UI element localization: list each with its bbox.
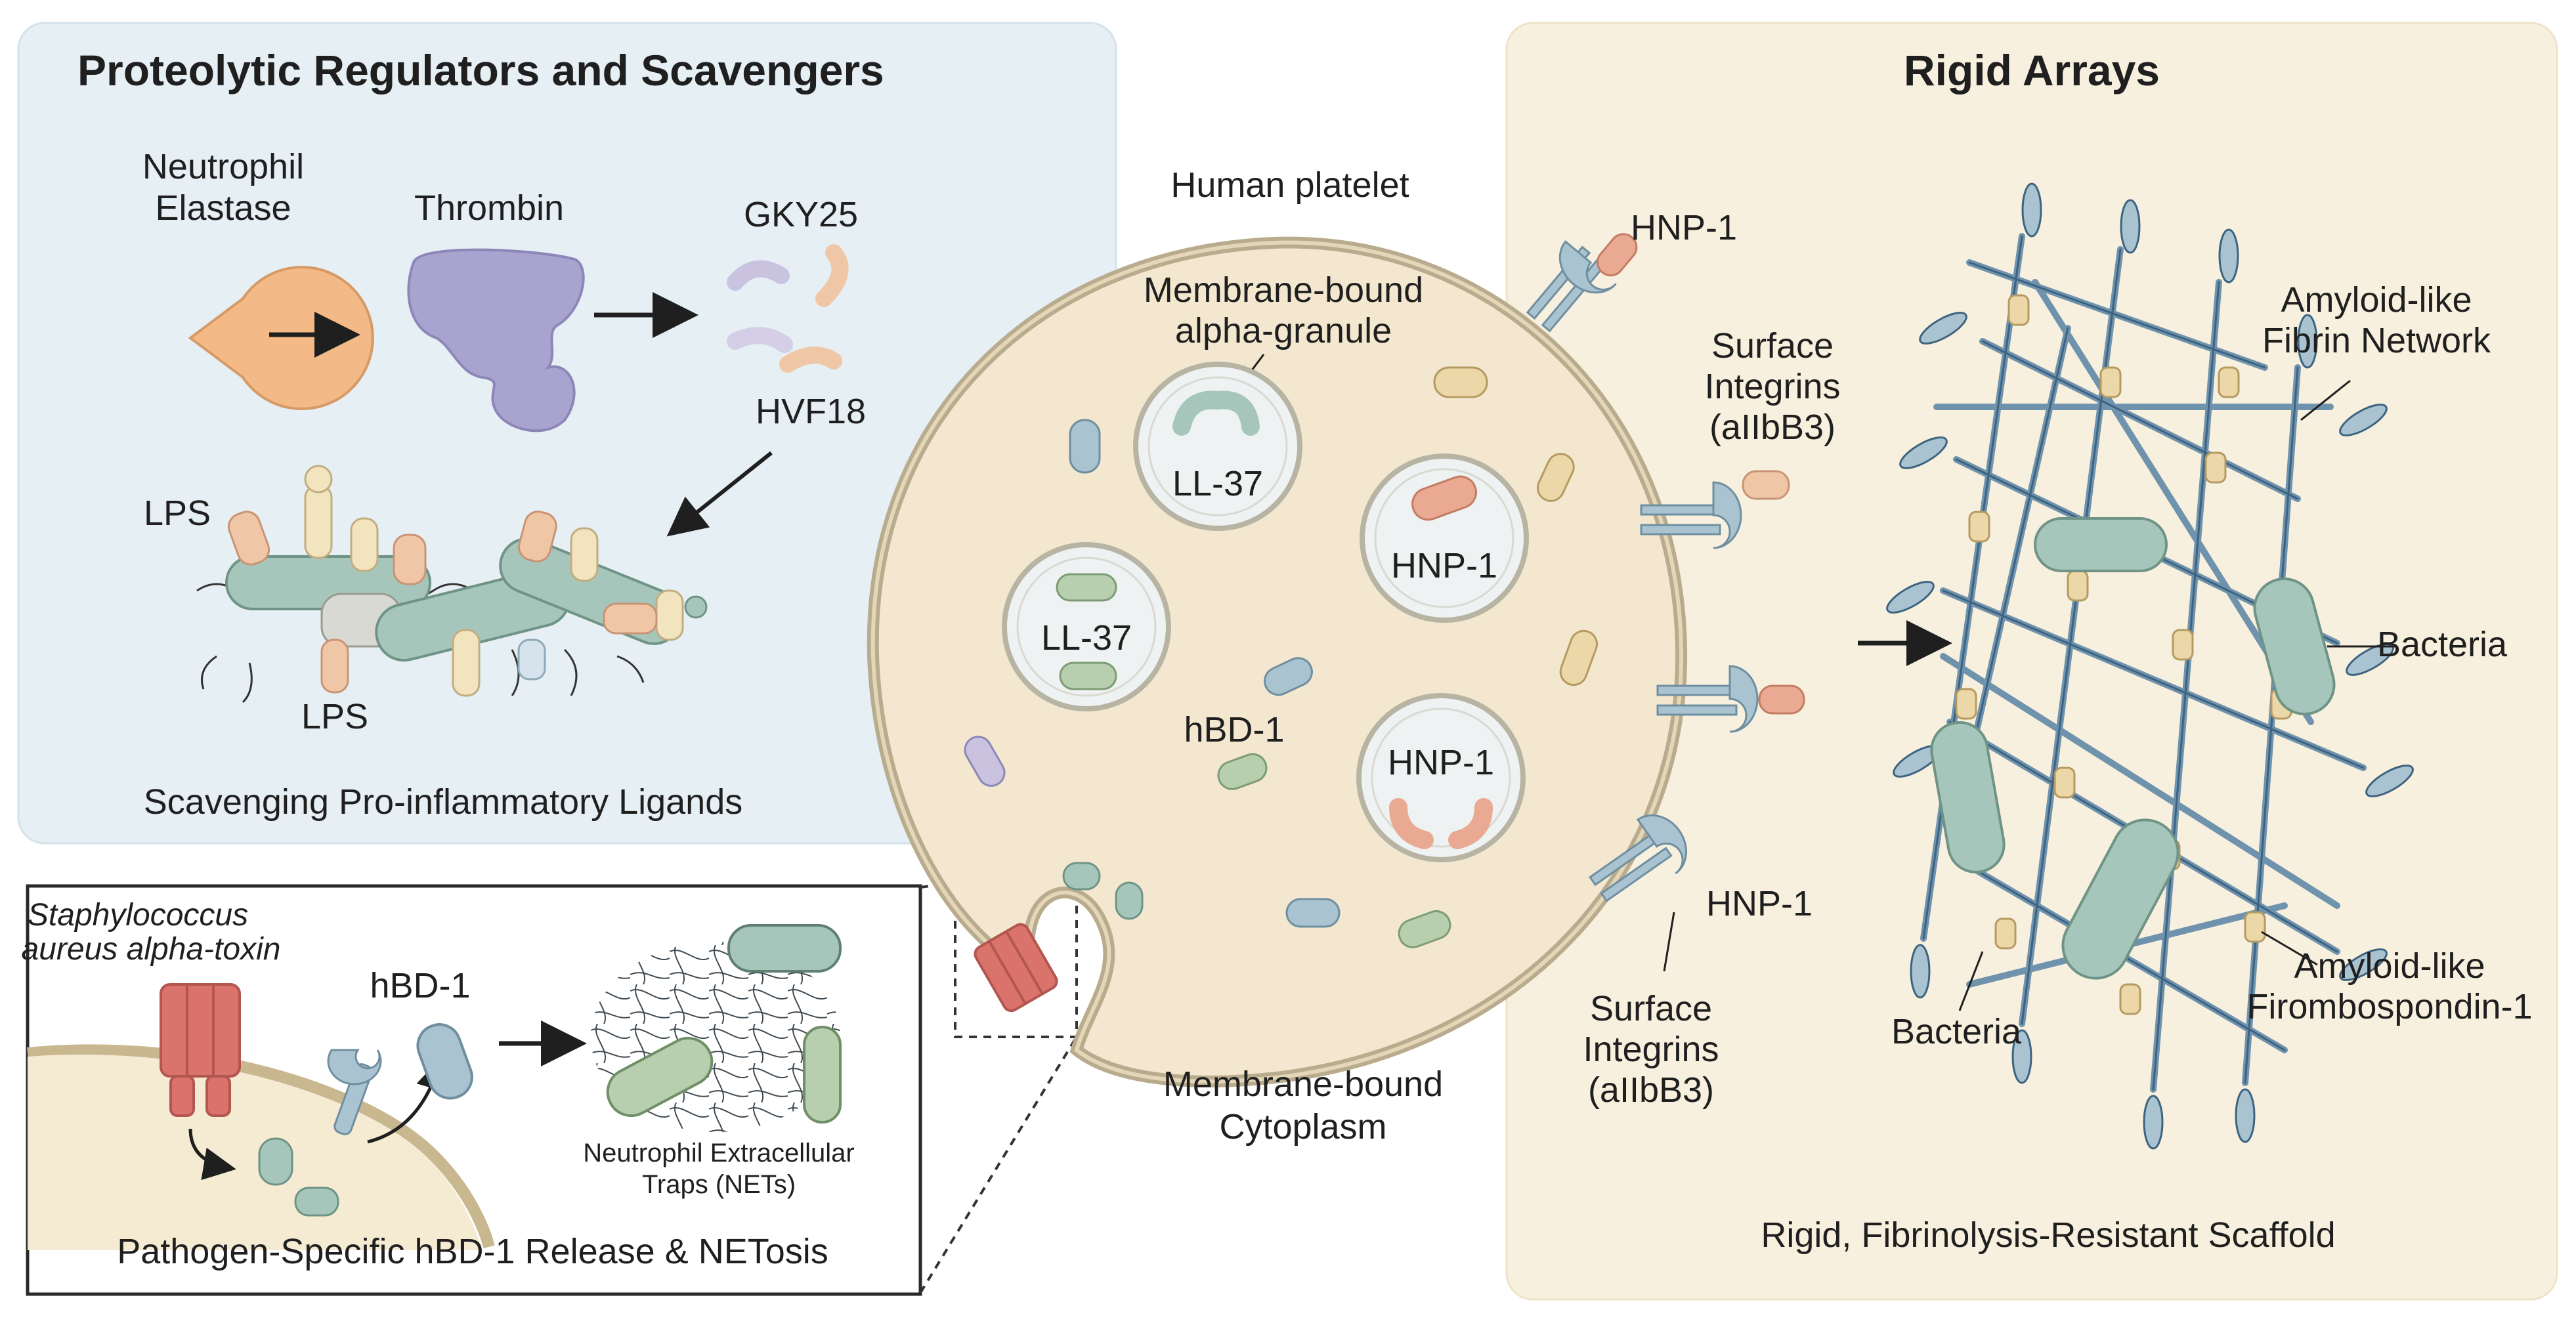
hnp1-top-label: HNP-1 [1631,208,1737,247]
integrin-mid-1-icon [1640,470,1790,549]
lps-label-bottom: LPS [301,697,368,736]
platelet-toxin-pore-icon [974,923,1058,1013]
integrin-bottom-icon [1589,814,1687,902]
integrins-top-label-3: (aIIbB3) [1709,408,1835,447]
lps-complex [196,465,708,704]
fibrin-network-label-2: Fibrin Network [2262,321,2491,360]
granule-hnp1-right-top: HNP-1 [1360,453,1529,623]
toxin-label-2: aureus alpha-toxin [22,932,281,967]
cytoplasm-label: Membrane-bound [1163,1064,1443,1104]
thrombospondin-label-2: Firombospondin-1 [2246,987,2532,1026]
elastase-label: Neutrophil [142,147,304,186]
proteolytic-title: Proteolytic Regulators and Scavengers [77,46,884,95]
thrombospondin-label: Amyloid-like [2294,946,2485,986]
gky25-peptide-4 [779,347,842,373]
alpha-toxin-pore-icon [160,983,241,1117]
hnp1-granule-top-label: HNP-1 [1391,546,1497,585]
granule-ll37-top: LL-37 [1133,362,1302,531]
fibrin-network [1886,182,2414,1150]
integrins-bottom-label-3: (aIIbB3) [1588,1070,1714,1110]
ll37-top-label: LL-37 [1172,464,1263,503]
nets-label: Neutrophil Extracellular [583,1139,855,1167]
cytoplasm-peptides [964,366,1599,948]
alpha-granule-label-2: alpha-granule [1175,311,1392,350]
nets-label-2: Traps (NETs) [642,1170,796,1199]
platelet: Human platelet Membrane-bound alpha-gran… [867,165,1688,1146]
thrombin-icon [407,248,585,432]
integrins-bottom-label-2: Integrins [1583,1030,1719,1069]
granule-ll37-left: LL-37 [1002,542,1171,711]
integrins-top-label: Surface [1711,326,1834,366]
integrin-receptors: HNP-1 Surface Integrins (aIIbB3) HNP-1 S… [1526,208,1841,1110]
gky25-peptide-1 [727,260,790,291]
integrins-top-label-2: Integrins [1704,367,1840,406]
rigid-scaffold-caption: Rigid, Fibrinolysis-Resistant Scaffold [1761,1215,2335,1255]
granule-hnp1-right-bottom: HNP-1 [1356,693,1526,862]
rigid-arrays-panel: Rigid Arrays [1505,22,2558,1301]
nets-icon [591,924,842,1132]
bacteria-label-right: Bacteria [2377,625,2508,664]
gky25-label: GKY25 [744,195,858,234]
lps-label-top: LPS [144,494,211,533]
proteolytic-panel: Proteolytic Regulators and Scavengers Ne… [17,22,1117,845]
toxin-label: Staphylococcus [28,898,248,933]
gky25-peptide-3 [727,327,793,353]
hbd1-peptide [416,1023,473,1100]
hvf18-label: HVF18 [756,392,866,431]
fibrin-network-label: Amyloid-like [2281,280,2472,320]
elastase-icon [188,266,374,410]
hnp1-bottom-label: HNP-1 [1706,884,1813,923]
cytoplasm-label-2: Cytoplasm [1219,1107,1386,1146]
netosis-caption: Pathogen-Specific hBD-1 Release & NETosi… [117,1232,828,1271]
receptor-icon [327,1049,382,1135]
thrombin-label: Thrombin [414,188,564,228]
alpha-granule-label: Membrane-bound [1144,270,1423,310]
elastase-label-2: Elastase [155,188,291,228]
host-cell-membrane [27,1044,495,1249]
scavenging-caption: Scavenging Pro-inflammatory Ligands [144,782,742,822]
netosis-panel: Staphylococcus aureus alpha-toxin hBD-1 … [22,884,922,1296]
integrin-top-icon [1526,233,1638,333]
integrin-mid-2-icon [1656,665,1805,733]
hbd1-release-label: hBD-1 [370,966,470,1005]
gky25-peptide-2 [815,244,849,307]
integrins-bottom-label: Surface [1590,989,1712,1028]
hnp1-granule-bottom-label: HNP-1 [1388,743,1494,782]
hbd1-cytoplasm-label: hBD-1 [1184,710,1284,749]
arrow-hvf18-lps [666,451,773,537]
ll37-left-label: LL-37 [1041,618,1132,658]
platelet-title: Human platelet [1170,165,1409,205]
bacteria-label-bottom: Bacteria [1891,1012,2022,1051]
rigid-arrays-title: Rigid Arrays [1904,46,2160,95]
